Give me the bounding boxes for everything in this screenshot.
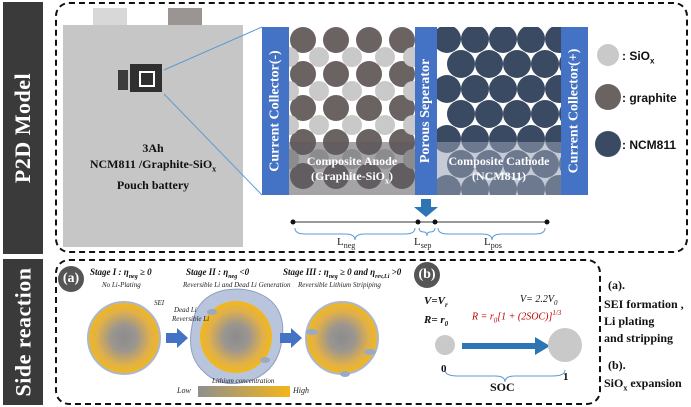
arrow-icon <box>166 328 188 348</box>
siox-particle <box>289 47 299 67</box>
side-reaction-label: Side reaction <box>3 259 43 405</box>
b-right-formula-r: R = r0[1 + (2SOC)]1/3 <box>472 309 562 325</box>
panel-b-badge: (b) <box>414 262 440 288</box>
cathode-region <box>437 27 561 195</box>
arrow-icon <box>280 328 302 348</box>
zoom-cell-icon <box>118 64 164 94</box>
siox-legend-label: : SiOx <box>622 49 655 66</box>
current-collector-positive: Current Collector(+) <box>561 27 588 195</box>
soc-arrow-icon <box>462 337 550 355</box>
stage3-desc: Reversible Lithium Stripiping <box>298 281 381 289</box>
note-a-title: (a). <box>608 278 625 292</box>
large-particle <box>548 328 582 362</box>
stage2-particle <box>200 301 272 373</box>
ncm-particle <box>489 75 517 103</box>
stage2-title: Stage II : ηneg <0 <box>186 267 250 280</box>
soc-one: 1 <box>563 371 569 383</box>
high-label: High <box>293 386 309 395</box>
ncm-particle <box>447 50 475 78</box>
concentration-label: Lithium concentration <box>212 377 275 385</box>
siox-legend-swatch <box>597 44 619 66</box>
down-arrow-icon <box>414 199 438 217</box>
side-reaction-frame <box>55 259 601 405</box>
siox-particle <box>375 115 395 135</box>
dead-li-label: Dead Li <box>174 306 197 314</box>
ncm-particle <box>559 50 561 78</box>
siox-particle <box>403 47 415 67</box>
siox-particle <box>403 81 415 101</box>
siox-particle <box>289 81 299 101</box>
ncm-particle <box>503 50 531 78</box>
siox-particle <box>309 47 329 67</box>
ncm-particle <box>545 75 561 103</box>
stage2-desc: Reversible Li and Dead Li Generation <box>183 281 291 289</box>
ncm-particle <box>559 100 561 128</box>
ncm-particle <box>503 100 531 128</box>
ncm-particle <box>437 75 461 103</box>
siox-particle <box>375 81 395 101</box>
siox-particle <box>375 47 395 67</box>
note-b-title: (b). <box>608 358 626 372</box>
stage3-particle <box>305 301 379 375</box>
ncm-particle <box>461 27 489 53</box>
dim-pos: Lpos <box>484 236 502 251</box>
ncm-legend-label: : NCM811 <box>622 138 677 152</box>
stage1-title: Stage I : ηneg ≥ 0 <box>90 267 152 280</box>
stage1-particle <box>87 301 161 375</box>
b-left-formula: V=Vr R= r0 <box>424 295 449 329</box>
panel-a-badge: (a) <box>58 266 84 292</box>
ncm-particle <box>475 100 503 128</box>
reversible-li-label: Reversible Li <box>172 315 210 323</box>
pouch-tab-left <box>93 8 127 26</box>
siox-particle <box>342 115 362 135</box>
soc-label: SOC <box>490 380 515 394</box>
siox-particle <box>342 47 362 67</box>
ncm-particle <box>461 75 489 103</box>
ncm-particle <box>437 27 461 53</box>
current-collector-negative: Current Collector(-) <box>262 27 289 195</box>
small-particle <box>435 335 455 355</box>
p2d-model-frame <box>55 2 688 253</box>
graphite-legend-swatch <box>595 84 621 110</box>
battery-label: 3Ah NCM811 /Graphite-SiOx Pouch battery <box>89 141 217 193</box>
ncm-particle <box>489 27 517 53</box>
note-a-line3: and stripping <box>604 331 674 345</box>
ncm-particle <box>545 27 561 53</box>
ncm-particle <box>517 27 545 53</box>
dim-sep: Lsep <box>414 236 432 251</box>
siox-particle <box>342 81 362 101</box>
stage3-title: Stage III : ηneg ≥ 0 and ηrev,Li >0 <box>283 267 402 280</box>
sei-label: SEI <box>154 299 165 307</box>
p2d-model-label: P2D Model <box>3 2 43 254</box>
porous-separator: Porous Seperator <box>415 27 437 195</box>
soc-zero: 0 <box>441 363 447 375</box>
note-a-line2: Li plating <box>604 314 655 328</box>
siox-particle <box>309 81 329 101</box>
anode-region <box>289 27 415 195</box>
low-label: Low <box>177 386 191 395</box>
pouch-tab-right <box>168 8 202 26</box>
dim-neg: Lneg <box>337 236 356 251</box>
siox-particle <box>403 115 415 135</box>
ncm-particle <box>531 100 559 128</box>
siox-particle <box>289 115 299 135</box>
ncm-particle <box>531 50 559 78</box>
cathode-label: Composite Cathode (NCM811) <box>448 154 550 183</box>
concentration-bar <box>198 386 290 397</box>
graphite-legend-label: : graphite <box>622 91 677 105</box>
pouch-battery <box>63 25 243 247</box>
b-right-formula-v: V= 2.2V0 <box>520 294 558 307</box>
ncm-particle <box>447 100 475 128</box>
note-b-line1: SiOx expansion <box>604 376 682 393</box>
siox-particle <box>309 115 329 135</box>
ncm-legend-swatch <box>595 131 621 157</box>
ncm-particle <box>517 75 545 103</box>
ncm-particle <box>475 50 503 78</box>
note-a-line1: SEI formation , <box>604 297 684 311</box>
anode-label: Composite Anode (Graphite-SiOx) <box>306 154 398 186</box>
stage1-desc: No Li-Plating <box>102 281 141 289</box>
